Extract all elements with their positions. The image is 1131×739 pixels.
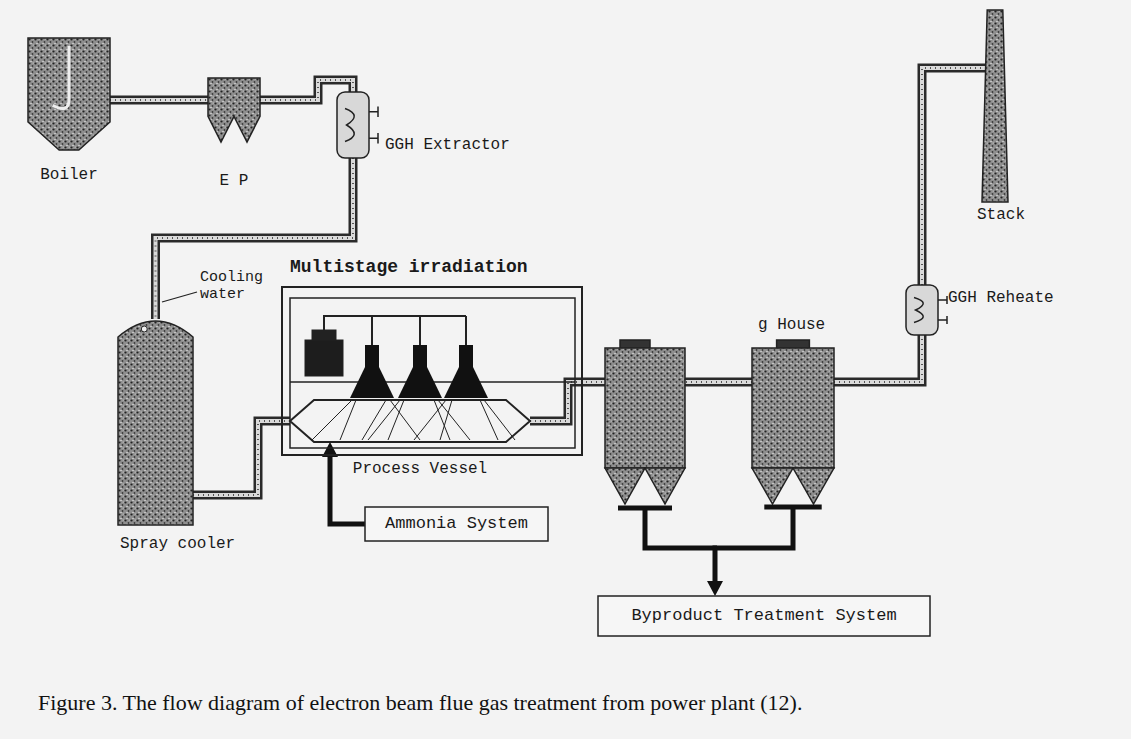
byproduct-line <box>618 508 717 548</box>
part-label: Multistage irradiation <box>290 257 528 278</box>
part-label: g House <box>758 316 825 334</box>
accelerator-stem <box>365 345 379 367</box>
process-vessel-outline <box>290 400 530 442</box>
part-label: Boiler <box>40 166 98 184</box>
pipe-bore <box>193 421 290 495</box>
arrow-head <box>707 581 723 596</box>
ggh-coil <box>345 107 378 144</box>
accelerator-heads <box>350 345 488 398</box>
inner-frame <box>290 298 575 448</box>
scan-horn <box>444 367 488 398</box>
vessel-shell <box>290 400 530 442</box>
scan-horn <box>398 367 442 398</box>
filter-hopper <box>752 468 793 504</box>
ggh-coil <box>914 296 947 324</box>
irradiation-box: Multistage irradiationProcess Vessel <box>282 287 582 455</box>
hopper-bar <box>764 505 821 510</box>
box-outline <box>598 596 930 636</box>
filter-hopper <box>605 468 645 504</box>
box-outline <box>365 507 548 541</box>
power-supply <box>305 340 343 376</box>
accelerator-stem <box>413 345 427 367</box>
part-label: Spray cooler <box>120 535 235 553</box>
boiler-vessel: Boiler <box>28 38 110 150</box>
electron-beams <box>312 400 515 440</box>
heat-exchanger: GGH Extractor <box>337 92 369 158</box>
bag-filter-outline <box>752 340 834 508</box>
flue-pipe <box>156 158 354 319</box>
irradiation-frame <box>282 287 582 455</box>
accelerator-stem <box>459 345 473 367</box>
stack-chimney: Stack <box>982 10 1008 202</box>
process-vessel: Process Vessel <box>290 400 530 442</box>
pipe-wall <box>110 96 208 105</box>
pipe-bore <box>110 98 208 102</box>
pipe-wall <box>193 421 290 495</box>
filter-hopper <box>645 468 685 504</box>
filter-body <box>752 348 834 468</box>
pipe-flow <box>834 335 922 382</box>
stack-chimney-outline <box>982 10 1008 202</box>
cooler-shell <box>118 321 193 525</box>
flue-pipe <box>922 68 987 285</box>
ep-shell <box>208 78 260 142</box>
feed-arrow <box>707 508 793 596</box>
spray-cooler: Spray cooler <box>118 315 193 525</box>
flue-pipe <box>110 100 208 101</box>
flue-pipe <box>834 335 922 382</box>
part-label: Stack <box>977 206 1025 224</box>
part-label: GGH Extractor <box>385 136 510 154</box>
spray-nozzle <box>141 326 147 332</box>
bag-filter-1 <box>605 340 685 504</box>
pipe-bore <box>834 335 922 382</box>
spray-cooler-outline <box>118 315 193 525</box>
annotation-label: Cooling water <box>200 270 272 303</box>
heat-exchanger-outline <box>337 92 369 158</box>
boiler-shell <box>28 38 110 150</box>
process-box: Byproduct Treatment System <box>598 596 930 636</box>
part-label: Process Vessel <box>353 460 487 478</box>
hv-cable <box>324 316 466 345</box>
pipe-wall <box>922 68 987 285</box>
feed-line <box>715 508 793 583</box>
ggh-body <box>906 285 938 335</box>
pipe-flow <box>110 99 208 101</box>
process-box: Ammonia System <box>365 507 548 541</box>
irradiation-box-outline <box>282 287 582 455</box>
pipe-bore <box>156 158 354 319</box>
irradiation-internals <box>290 298 575 448</box>
flue-pipe <box>193 421 290 495</box>
figure-caption: Figure 3. The flow diagram of electron b… <box>38 690 802 716</box>
pipe-wall <box>834 335 922 382</box>
box-label: Byproduct Treatment System <box>631 606 896 626</box>
filter-body <box>605 348 685 468</box>
pipe-flow <box>922 68 987 285</box>
bag-filter: g House <box>752 340 834 508</box>
boiler-vessel-outline <box>28 38 110 150</box>
part-label: E P <box>220 172 249 190</box>
pipe-wall <box>156 158 354 319</box>
scan-horn <box>350 367 394 398</box>
stack-shell <box>982 10 1008 202</box>
heat-exchanger-outline <box>906 285 938 335</box>
filter-hopper <box>793 468 834 504</box>
box-label: Ammonia System <box>385 514 528 534</box>
heat-exchanger: GGH Reheate <box>906 285 938 335</box>
pipe-flow <box>156 158 354 319</box>
pipe-bore <box>922 68 987 285</box>
precipitator-outline <box>208 78 260 142</box>
boiler-tube <box>53 46 69 109</box>
pipe-flow <box>193 421 290 495</box>
ggh-body <box>337 92 369 158</box>
precipitator: E P <box>208 78 260 142</box>
leader-line <box>162 292 197 302</box>
part-label: GGH Reheate <box>948 289 1054 307</box>
